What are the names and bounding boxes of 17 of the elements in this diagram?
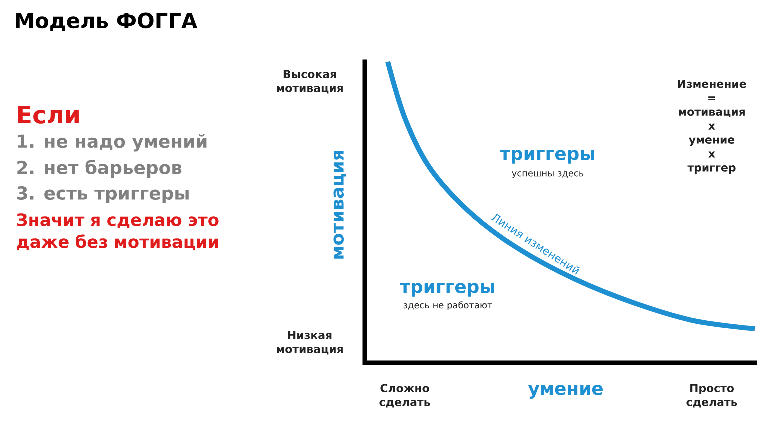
axis-label: Высокая мотивация bbox=[277, 70, 343, 94]
list-item: 1. не надо умений bbox=[18, 134, 207, 152]
formula-text: Изменение = мотивация x умение x триггер bbox=[678, 80, 746, 174]
axis-label: Просто сделать bbox=[686, 384, 738, 408]
axis-title: умение bbox=[528, 385, 603, 399]
axis-label: Низкая мотивация bbox=[277, 331, 343, 355]
axis-label: Сложно сделать bbox=[380, 384, 430, 408]
list-item: 3. есть триггеры bbox=[17, 186, 189, 204]
axis-title: мотивация bbox=[334, 151, 346, 259]
region-title: триггеры bbox=[500, 150, 594, 164]
conclusion-text: Значит я сделаю это даже без мотивации bbox=[17, 214, 219, 250]
list-item: 2. нет барьеров bbox=[18, 160, 182, 178]
title: Модель ФОГГА bbox=[16, 12, 198, 32]
region-title: триггеры bbox=[400, 283, 494, 297]
region-note: здесь не работают bbox=[404, 302, 492, 310]
region-note: успешны здесь bbox=[512, 172, 584, 178]
condition-heading: Если bbox=[18, 106, 79, 124]
